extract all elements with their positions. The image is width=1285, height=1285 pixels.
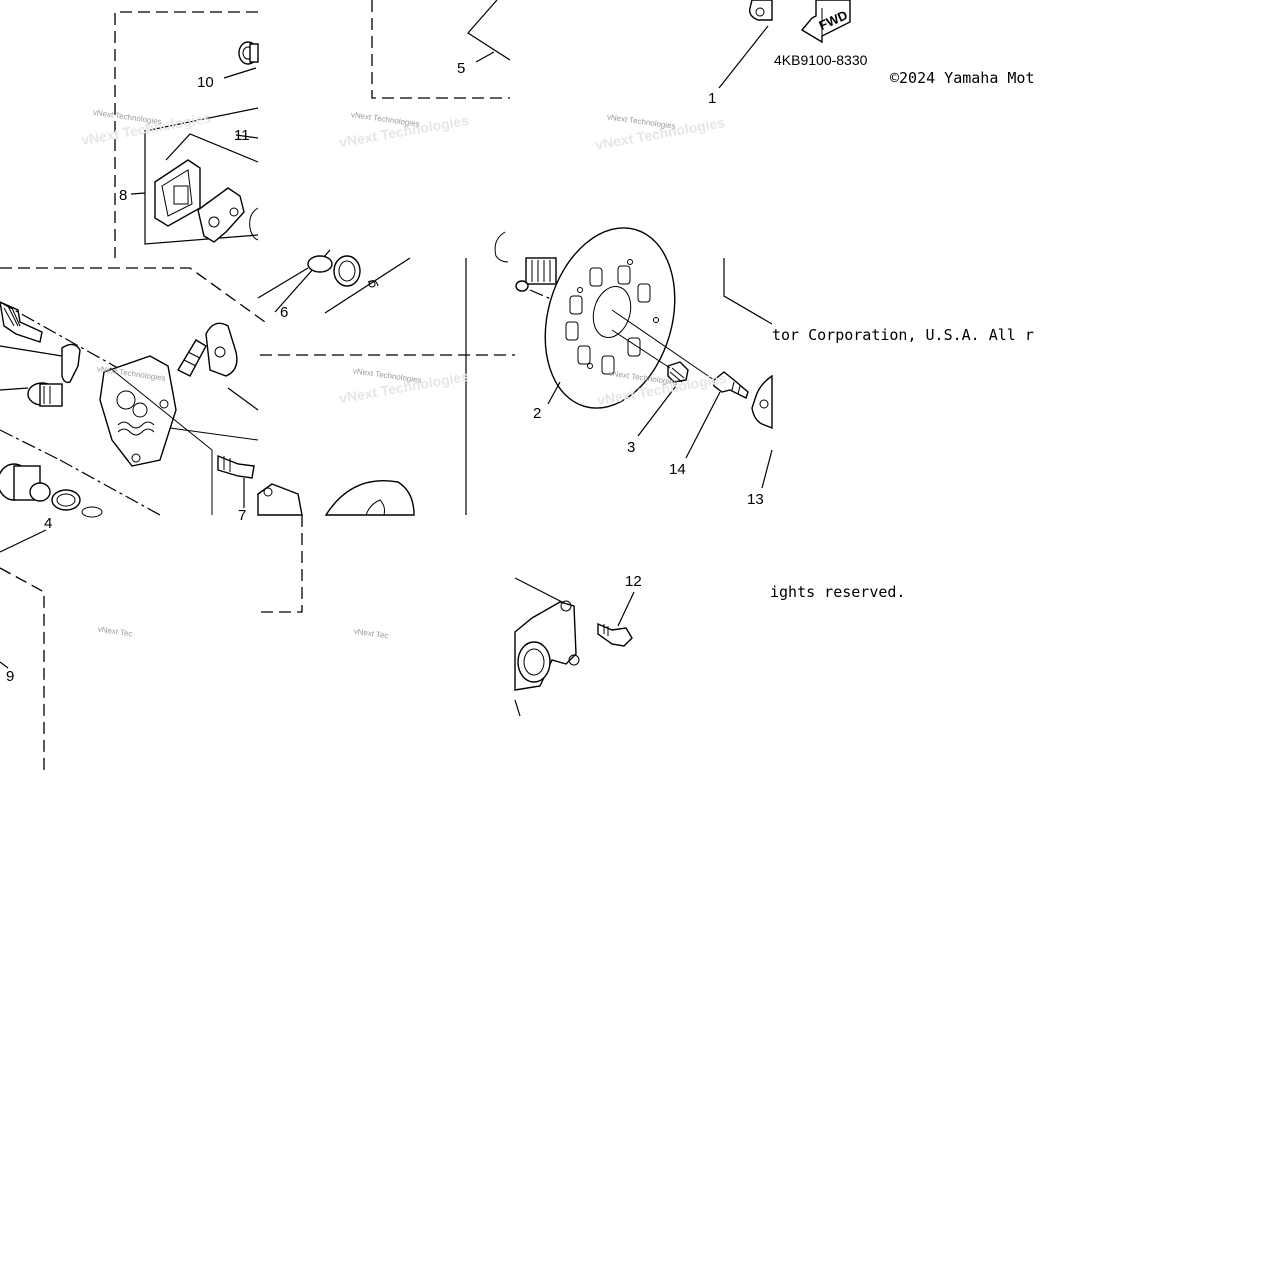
callout-6: 6 [280, 304, 288, 321]
tile-bottom-right [514, 577, 635, 717]
part-8-brake-pad [154, 159, 259, 243]
part-code: 4KB9100-8330 [774, 52, 868, 68]
part-10-seal [238, 41, 259, 65]
part-4-piston [0, 463, 103, 518]
callout-12: 12 [625, 573, 642, 590]
part-1-nipple [748, 0, 773, 21]
callout-5: 5 [457, 60, 465, 77]
part-caliper-body [99, 355, 177, 467]
callout-9: 9 [6, 668, 14, 685]
watermark-8: vNext Tec [353, 627, 389, 641]
part-6-washer [307, 255, 379, 288]
part-12-bracket [514, 600, 580, 717]
watermark-7: vNext Tec [97, 625, 133, 639]
copyright-segment-2: tor Corporation, U.S.A. All r [772, 326, 1034, 344]
tile-top-middle [371, 0, 511, 99]
part-7-bolt [217, 454, 255, 479]
tile-top-right: FWD 4KB9100-8330 [718, 0, 868, 89]
callout-3: 3 [627, 439, 635, 456]
part-piston-pin [27, 382, 63, 407]
part-3-disc-bolt [667, 361, 689, 383]
part-disc-edge [324, 480, 415, 516]
part-hub [515, 257, 557, 292]
tile-bottom-left [0, 515, 303, 770]
fwd-arrow-icon: FWD [800, 0, 851, 44]
copyright-segment-1: ©2024 Yamaha Mot [890, 69, 1035, 87]
part-caliper-bracket-small [257, 483, 303, 516]
part-13-caliper-bracket [751, 374, 773, 430]
tile-caliper-assembly [0, 249, 515, 518]
part-2-brake-disc [544, 227, 676, 409]
callouts: 1 2 3 4 5 6 7 8 9 10 11 12 13 14 [6, 60, 764, 685]
callout-1: 1 [708, 90, 716, 107]
part-12-bolt [597, 622, 633, 647]
callout-11: 11 [234, 127, 250, 144]
callout-4: 4 [44, 515, 52, 532]
callout-13: 13 [747, 491, 764, 508]
callout-14: 14 [669, 461, 686, 478]
part-bleed-screw [0, 301, 43, 343]
tile-top-left [114, 11, 259, 258]
part-brake-hose-fitting [177, 339, 207, 377]
callout-8: 8 [119, 187, 127, 204]
tile-brake-disc [494, 227, 773, 489]
copyright-segment-3: ights reserved. [770, 583, 905, 601]
callout-10: 10 [197, 74, 214, 91]
callout-7: 7 [238, 507, 246, 524]
part-14-long-bolt [713, 371, 749, 399]
callout-2: 2 [533, 405, 541, 422]
part-banjo-bracket [205, 322, 238, 377]
